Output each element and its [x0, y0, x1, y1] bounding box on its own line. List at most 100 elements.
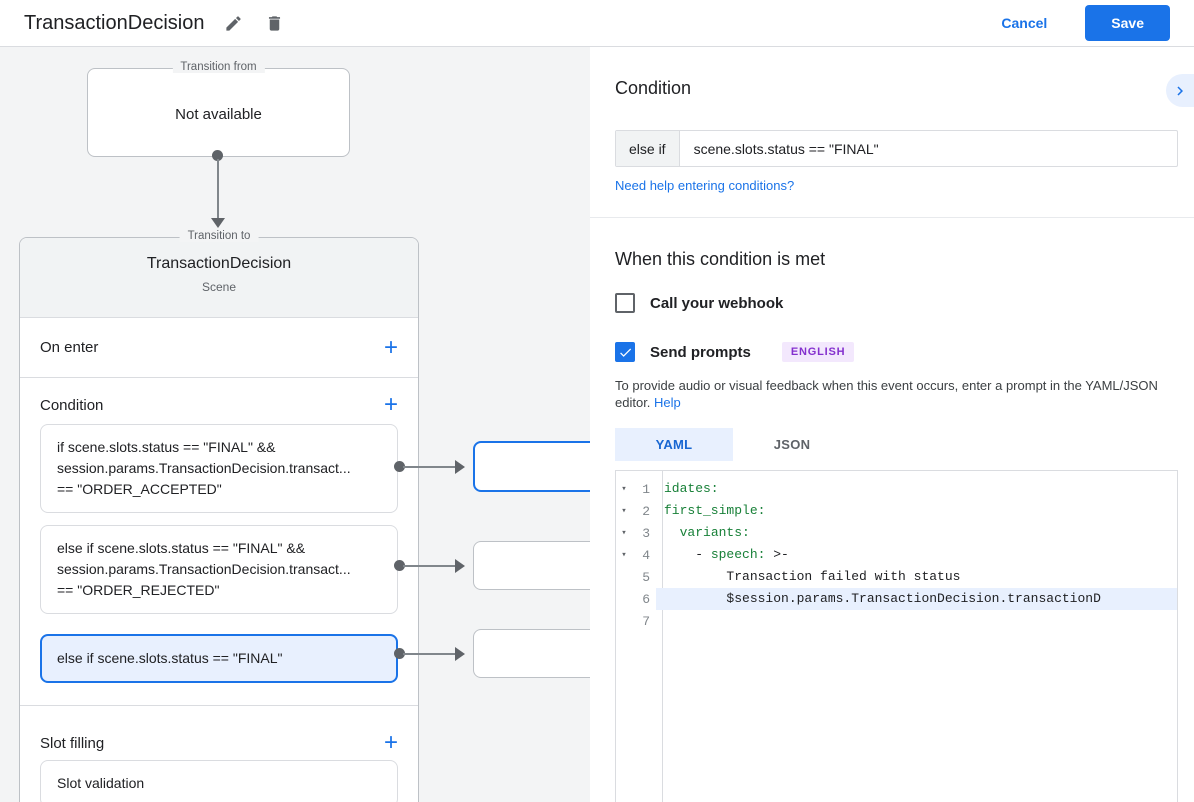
connector-dot: [394, 461, 405, 472]
line-number: 4: [642, 547, 650, 563]
line-number: 1: [642, 481, 650, 497]
tab-json[interactable]: JSON: [733, 428, 851, 461]
code-line: variants:: [679, 525, 750, 540]
fold-toggle-icon[interactable]: ▾: [621, 506, 627, 516]
on-enter-label: On enter: [40, 339, 99, 356]
code-line: $session.params.TransactionDecision.tran…: [656, 588, 1177, 610]
condition-input-group: else if: [615, 130, 1178, 167]
trash-icon: [265, 14, 284, 33]
line-number: 5: [642, 569, 650, 585]
line-number: 7: [642, 613, 650, 629]
condition-card[interactable]: else if scene.slots.status == "FINAL": [40, 634, 398, 683]
condition-card-line: else if scene.slots.status == "FINAL" &&: [57, 540, 306, 556]
connector-arrowhead: [211, 218, 225, 228]
save-button[interactable]: Save: [1085, 5, 1170, 41]
condition-card-list: if scene.slots.status == "FINAL" && sessi…: [20, 424, 418, 683]
add-on-enter-button[interactable]: +: [383, 333, 398, 361]
help-link[interactable]: Help: [654, 395, 681, 410]
scene-header: TransactionDecision Scene: [20, 238, 418, 318]
editor-line[interactable]: ▾ 4 - speech: >-: [616, 544, 1177, 566]
webhook-row: Call your webhook: [615, 293, 783, 313]
editor-line[interactable]: 5 Transaction failed with status: [616, 566, 1177, 588]
code-line: first_simple:: [664, 503, 766, 518]
connector-arrowhead: [455, 646, 465, 661]
connector-dot: [394, 560, 405, 571]
add-slot-button[interactable]: +: [383, 729, 398, 756]
send-prompts-checkbox[interactable]: [615, 342, 635, 362]
on-enter-row: On enter +: [20, 318, 418, 378]
cancel-button[interactable]: Cancel: [1001, 15, 1048, 31]
condition-label-row: Condition +: [20, 378, 418, 424]
condition-section-label: Condition: [40, 396, 104, 414]
add-condition-button[interactable]: +: [383, 391, 398, 418]
slot-filling-label-row: Slot filling +: [20, 706, 418, 760]
tab-yaml[interactable]: YAML: [615, 428, 733, 461]
connector-line: [403, 652, 455, 655]
code-line: idates:: [664, 481, 719, 496]
target-scene-box[interactable]: [473, 541, 590, 590]
line-number: 2: [642, 503, 650, 519]
transition-to-legend: Transition to: [179, 230, 259, 242]
condition-card[interactable]: if scene.slots.status == "FINAL" && sessi…: [40, 424, 398, 513]
condition-card-line: session.params.TransactionDecision.trans…: [57, 460, 351, 476]
chevron-right-icon: [1171, 82, 1189, 100]
top-bar: TransactionDecision Cancel Save: [0, 0, 1194, 47]
condition-help-link[interactable]: Need help entering conditions?: [615, 178, 795, 193]
fold-toggle-icon[interactable]: ▾: [621, 484, 627, 494]
target-scene-box[interactable]: [473, 629, 590, 678]
panel-title: Condition: [615, 78, 692, 98]
connector-line: [403, 564, 455, 567]
transition-to-container: Transition to TransactionDecision Scene …: [19, 230, 419, 802]
condition-prefix: else if: [616, 131, 680, 166]
condition-card-line: else if scene.slots.status == "FINAL": [57, 650, 283, 666]
slot-card[interactable]: Slot validation: [40, 760, 398, 802]
editor-line[interactable]: ▾3 variants:: [616, 522, 1177, 544]
target-scene-box[interactable]: [473, 441, 590, 492]
code-line: - speech: >-: [664, 547, 789, 562]
condition-card-line: == "ORDER_ACCEPTED": [57, 481, 222, 497]
send-prompts-row: Send prompts ENGLISH: [615, 342, 855, 362]
transition-from-box: Transition from Not available: [87, 61, 350, 157]
webhook-checkbox[interactable]: [615, 293, 635, 313]
language-badge: ENGLISH: [781, 342, 855, 362]
code-line: [656, 610, 1177, 632]
connector-line: [403, 465, 455, 468]
slot-filling-section: Slot filling + Slot validation: [20, 706, 418, 802]
condition-input[interactable]: [679, 131, 1177, 166]
slot-card-list: Slot validation: [20, 760, 418, 802]
fold-toggle-icon[interactable]: ▾: [621, 528, 627, 538]
prompt-helper-text: To provide audio or visual feedback when…: [615, 377, 1171, 411]
webhook-label: Call your webhook: [650, 294, 784, 312]
line-number: 6: [642, 591, 650, 607]
check-icon: [618, 345, 633, 360]
flow-canvas: Transition from Not available Transition…: [0, 47, 590, 802]
transition-from-legend: Transition from: [172, 61, 265, 73]
editor-tabs: YAML JSON: [615, 428, 851, 461]
edit-scene-button[interactable]: [221, 11, 245, 35]
connector-arrowhead: [455, 459, 465, 474]
editor-line[interactable]: ▾ 2 first_simple:: [616, 500, 1177, 522]
pencil-icon: [224, 14, 243, 33]
connector-line: [217, 159, 219, 219]
condition-card-line: == "ORDER_REJECTED": [57, 582, 220, 598]
condition-card-line: if scene.slots.status == "FINAL" &&: [57, 439, 276, 455]
fold-toggle-icon[interactable]: ▾: [621, 550, 627, 560]
scene-type-label: Scene: [201, 280, 237, 294]
collapse-panel-button[interactable]: [1166, 74, 1194, 107]
editor-line[interactable]: ▾ 1 idates:: [616, 478, 1177, 500]
transition-from-value: Not available: [175, 106, 262, 123]
editor-line[interactable]: 7: [616, 610, 1177, 632]
editor-line[interactable]: 6 $session.params.TransactionDecision.tr…: [616, 588, 1177, 610]
connector-dot: [212, 150, 223, 161]
delete-scene-button[interactable]: [262, 11, 286, 35]
condition-card[interactable]: else if scene.slots.status == "FINAL" &&…: [40, 525, 398, 614]
send-prompts-label: Send prompts: [650, 343, 751, 361]
page-title: TransactionDecision: [24, 11, 205, 34]
panel-divider: [590, 217, 1194, 218]
condition-section: Condition + if scene.slots.status == "FI…: [20, 378, 418, 706]
scene-name: TransactionDecision: [146, 255, 292, 272]
connector-dot: [394, 648, 405, 659]
code-line: Transaction failed with status: [664, 569, 961, 584]
